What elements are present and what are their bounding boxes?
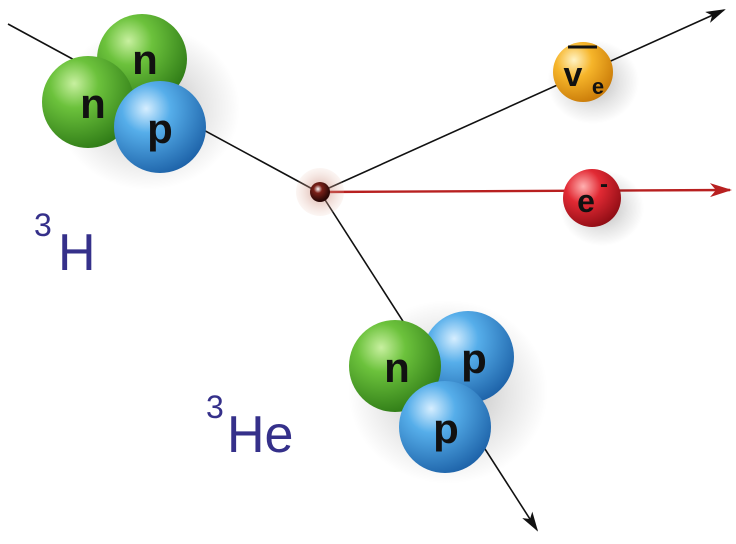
helium3-label-symbol: He (227, 406, 293, 464)
helium3-label-superscript: 3 (206, 389, 224, 425)
electron-track (319, 183, 732, 198)
electron-particle: e - (560, 169, 644, 246)
decay-vertex (296, 168, 344, 216)
tritium-nucleus: n n p (42, 14, 240, 190)
helium3-nucleus: p n p (348, 300, 548, 484)
electron-charge: - (600, 171, 608, 198)
antineutrino-symbol: v (564, 56, 583, 94)
particle-label: p (433, 405, 459, 452)
particle-label: p (461, 335, 487, 382)
tritium-neutron-front: n (42, 56, 134, 148)
antineutrino-particle: v e (547, 40, 639, 124)
helium3-proton-front: p (399, 381, 491, 473)
antineutrino-track (319, 9, 726, 193)
helium3-neutron: n (349, 320, 441, 412)
particle-label: n (132, 36, 158, 83)
helium3-proton-back: p (422, 311, 514, 403)
tritium-label: 3 H (34, 207, 96, 282)
tritium-proton: p (114, 81, 206, 173)
particle-label: n (384, 344, 410, 391)
tritium-label-superscript: 3 (34, 207, 52, 243)
tritium-label-symbol: H (58, 224, 96, 282)
helium3-label: 3 He (206, 389, 293, 464)
particle-label: n (80, 80, 106, 127)
particle-label: p (147, 105, 173, 152)
electron-symbol: e (577, 183, 595, 219)
antineutrino-subscript: e (592, 74, 604, 99)
